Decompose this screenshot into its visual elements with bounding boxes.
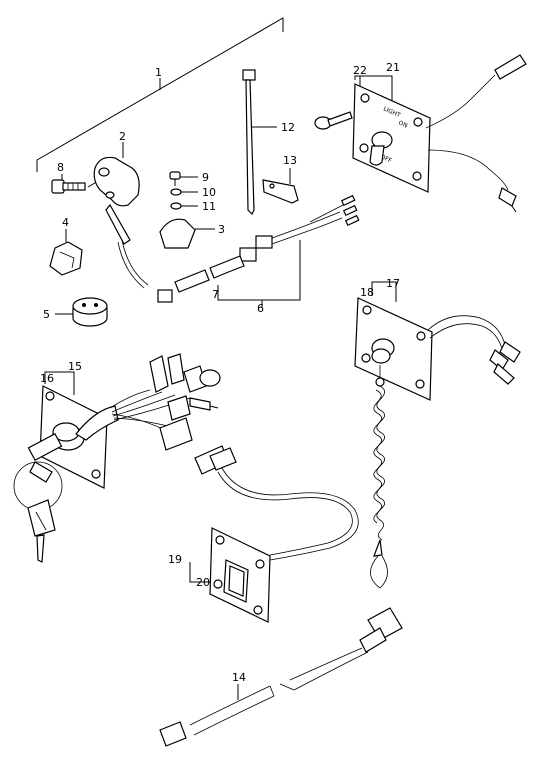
- callout-5: 5: [43, 308, 50, 321]
- callout-18: 18: [360, 286, 374, 299]
- cable-tie-12: [242, 69, 277, 216]
- screw-9: [169, 171, 198, 186]
- callout-8: 8: [57, 161, 64, 174]
- emergency-stop-panel: [354, 297, 521, 401]
- callout-13: 13: [283, 154, 297, 167]
- bolt-8: [51, 174, 101, 194]
- callout-7: 7: [212, 288, 219, 301]
- callout-9: 9: [202, 171, 209, 184]
- callout-12: 12: [281, 121, 295, 134]
- bracket-17-18: [371, 281, 397, 302]
- ignition-key: [13, 432, 63, 563]
- callout-19: 19: [168, 553, 182, 566]
- on-label: ON: [397, 119, 408, 129]
- callout-10: 10: [202, 186, 216, 199]
- washer-10: [170, 188, 198, 196]
- clip-4: [49, 229, 83, 276]
- clamp-13: [262, 168, 299, 204]
- callout-11: 11: [202, 200, 216, 213]
- callout-15: 15: [68, 360, 82, 373]
- callout-21: 21: [386, 61, 400, 74]
- harness-6-7: [157, 194, 360, 308]
- callout-14: 14: [232, 671, 246, 684]
- bracket-15-16: [44, 371, 75, 395]
- extension-cord-14: [159, 607, 403, 747]
- callout-2: 2: [119, 130, 126, 143]
- callout-22: 22: [353, 64, 367, 77]
- stop-switch-2: [93, 142, 149, 289]
- callout-labels: 1 2 3 4 5 6 7 8 9 10 11 12 13 14 15 16 1…: [40, 61, 400, 684]
- bracket-1: [36, 17, 284, 172]
- callout-4: 4: [62, 216, 69, 229]
- callout-16: 16: [40, 372, 54, 385]
- light-switch-panel: LIGHT ON OFF: [352, 54, 527, 213]
- callout-3: 3: [218, 223, 225, 236]
- callout-20: 20: [196, 576, 210, 589]
- ignition-harness: [109, 353, 359, 561]
- bracket-plate-3: [159, 218, 215, 249]
- small-switch-panel: [209, 527, 271, 623]
- panel-screw: [314, 111, 353, 130]
- grommet-5: [55, 297, 108, 327]
- callout-6: 6: [257, 302, 264, 315]
- callout-17: 17: [386, 277, 400, 290]
- lanyard-cord: [370, 365, 388, 589]
- off-label: OFF: [379, 153, 393, 164]
- callout-1: 1: [155, 66, 162, 79]
- washer-11: [170, 202, 198, 210]
